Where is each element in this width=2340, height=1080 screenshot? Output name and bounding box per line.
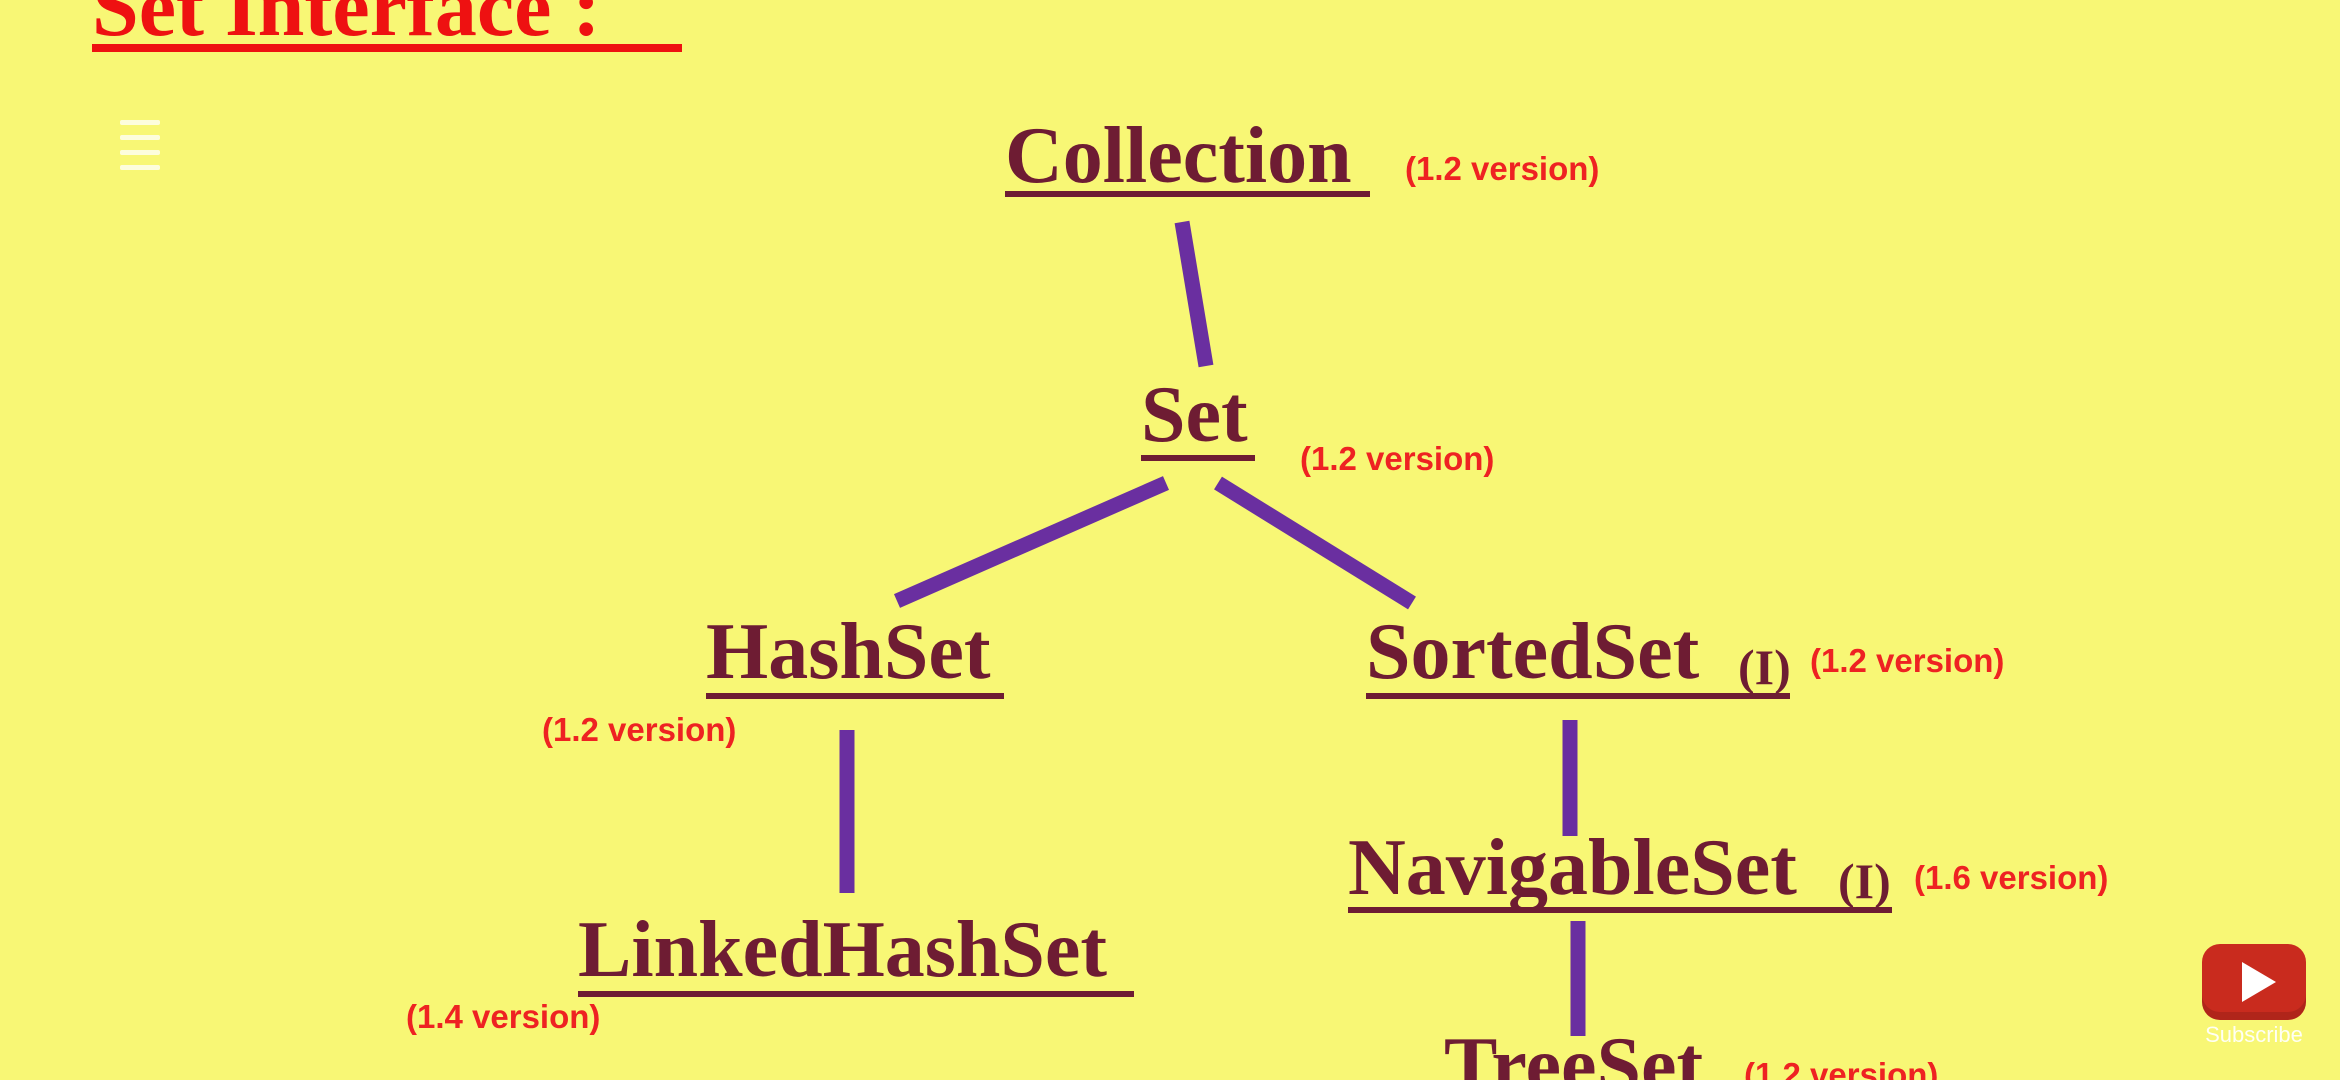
node-hashset: HashSet: [706, 608, 991, 696]
node-linkedhashset: LinkedHashSet: [578, 906, 1108, 994]
node-collection-underline: [1005, 191, 1370, 197]
node-hashset-underline: [706, 693, 1004, 699]
node-set-underline: [1141, 455, 1255, 461]
node-set: Set: [1141, 371, 1248, 459]
menu-icon-bar: [120, 165, 160, 170]
version-linkedhashset: (1.4 version): [406, 998, 601, 1035]
node-sortedset-interface-tag: (I): [1738, 639, 1791, 695]
version-hashset: (1.2 version): [542, 711, 737, 748]
node-sortedset: SortedSet: [1366, 608, 1700, 696]
version-navigableset: (1.6 version): [1914, 859, 2109, 896]
node-linkedhashset-underline: [578, 991, 1134, 997]
edge-set-hashset: [893, 476, 1170, 608]
version-treeset: (1.2 version): [1744, 1056, 1939, 1080]
node-collection: Collection: [1005, 112, 1352, 200]
version-sortedset: (1.2 version): [1810, 642, 2005, 679]
node-sortedset-underline: [1366, 693, 1790, 699]
node-navigableset: NavigableSet: [1348, 824, 1797, 912]
subscribe-label[interactable]: Subscribe: [2205, 1022, 2303, 1047]
version-collection: (1.2 version): [1405, 150, 1600, 187]
menu-icon[interactable]: [118, 120, 162, 202]
title-underline: [92, 44, 682, 52]
menu-icon-bar: [120, 150, 160, 155]
menu-icon-bar: [120, 135, 160, 140]
node-treeset: TreeSet: [1444, 1022, 1704, 1080]
edge-set-sortedset: [1214, 476, 1416, 610]
node-navigableset-interface-tag: (I): [1838, 853, 1891, 909]
menu-icon-bar: [120, 120, 160, 125]
subscribe-button[interactable]: [2202, 944, 2306, 1020]
page-title: Set Interface :: [92, 0, 601, 54]
edge-collection-set: [1174, 220, 1214, 368]
node-navigableset-underline: [1348, 907, 1892, 913]
play-icon: [2242, 962, 2276, 1002]
version-set: (1.2 version): [1300, 440, 1495, 477]
